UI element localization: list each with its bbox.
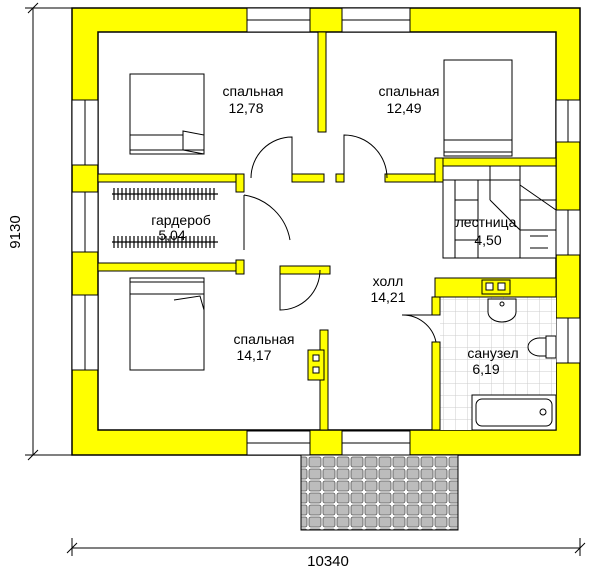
bathroom-fixtures	[471, 298, 557, 431]
windows	[71, 7, 581, 456]
room-area-wardrobe: 5,04	[158, 227, 185, 243]
room-area-stairs: 4,50	[474, 232, 501, 248]
room-area-bedroom-top-left: 12,78	[228, 100, 263, 116]
bed-bottom-left	[129, 277, 205, 371]
bed-top-right	[443, 59, 513, 157]
room-labels: спальная 12,78 спальная 12,49 гардероб 5…	[151, 83, 518, 377]
room-name-stairs: лестница	[456, 214, 517, 230]
room-name-hall: холл	[373, 273, 404, 289]
room-area-hall: 14,21	[370, 289, 405, 305]
staircase	[442, 165, 557, 259]
room-area-bedroom-bottom-left: 14,17	[236, 347, 271, 363]
beds	[129, 59, 513, 371]
room-name-bathroom: санузел	[467, 345, 518, 361]
room-name-bedroom-top-right: спальная	[379, 83, 440, 99]
dimension-height-label: 9130	[7, 215, 24, 248]
room-name-wardrobe: гардероб	[151, 212, 211, 228]
room-name-bedroom-top-left: спальная	[223, 83, 284, 99]
wardrobe-rails	[112, 188, 218, 248]
bed-top-left	[129, 73, 205, 155]
dimension-horizontal	[66, 538, 586, 556]
ventilation-shafts	[307, 279, 511, 381]
dimension-vertical	[25, 2, 72, 461]
doors	[243, 134, 437, 343]
room-name-bedroom-bottom-left: спальная	[234, 331, 295, 347]
toilet	[527, 337, 547, 357]
sink	[487, 298, 517, 323]
room-area-bathroom: 6,19	[472, 361, 499, 377]
dimension-width-label: 10340	[307, 553, 349, 570]
room-area-bedroom-top-right: 12,49	[386, 100, 421, 116]
entry-paving	[300, 454, 459, 531]
